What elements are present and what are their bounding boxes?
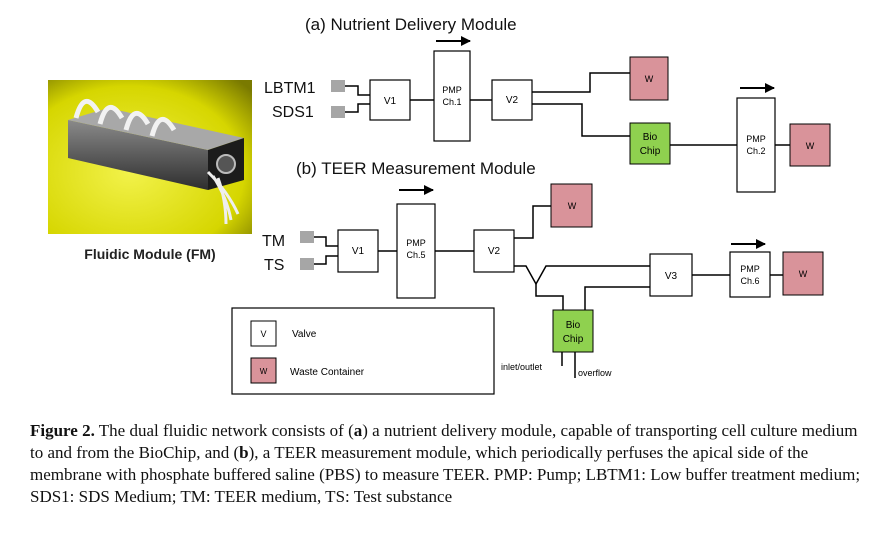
- legend-valve-label: Valve: [292, 329, 317, 340]
- pump-ch6: [729, 251, 771, 298]
- waste-container-b2: [782, 251, 824, 296]
- caption-text-3: ), a TEER measurement module, which peri…: [30, 443, 861, 506]
- biochip-a-label-2: Chip: [640, 146, 661, 157]
- valve-v2-a: [491, 79, 533, 121]
- legend-waste-label: Waste Container: [290, 367, 365, 378]
- valve-v2-a-label: V2: [506, 95, 519, 106]
- pump-ch6-label-2: Ch.6: [740, 276, 759, 286]
- valve-v2-b: [473, 229, 515, 273]
- fluidic-module-photo: [48, 80, 252, 234]
- waste-container-b2-label: W: [799, 269, 808, 279]
- pump-ch1-label-1: PMP: [442, 85, 462, 95]
- waste-container-b: [550, 183, 593, 228]
- waste-container-a: [629, 56, 669, 101]
- pipe: [345, 85, 370, 113]
- biochip-a-label-1: Bio: [643, 132, 658, 143]
- valve-v3: [649, 253, 693, 297]
- valve-v1-b: [337, 229, 379, 273]
- input-tm-block: [300, 231, 314, 243]
- pipe: [314, 236, 338, 265]
- legend-waste-symbol: [250, 357, 277, 384]
- legend-waste-symbol-text: W: [260, 367, 268, 376]
- pump-ch1-label-2: Ch.1: [442, 97, 461, 107]
- caption-label: Figure 2.: [30, 421, 95, 440]
- valve-v1-a-label: V1: [384, 96, 397, 107]
- pump-ch6-label-1: PMP: [740, 264, 760, 274]
- caption-text-2: ) a nutrient delivery module, capable of…: [30, 421, 858, 462]
- valve-v1-b-label: V1: [352, 246, 365, 257]
- pump-ch2-label-2: Ch.2: [746, 146, 765, 156]
- waste-container-a2-label: W: [806, 141, 815, 151]
- pipe: [514, 205, 551, 239]
- waste-container-a2: [789, 123, 831, 167]
- input-lbtm1-block: [331, 80, 345, 92]
- input-ts-block: [300, 258, 314, 270]
- valve-v2-b-label: V2: [488, 246, 501, 257]
- fluidic-module-label: Fluidic Module (FM): [84, 246, 216, 262]
- legend-valve-symbol: [250, 320, 277, 347]
- figure-caption: Figure 2. The dual fluidic network consi…: [30, 420, 866, 508]
- pump-ch2-label-1: PMP: [746, 134, 766, 144]
- waste-container-a-label: W: [645, 74, 654, 84]
- pipe: [532, 72, 630, 137]
- legend-valve-symbol-text: V: [260, 329, 266, 339]
- input-tm-label: TM: [262, 233, 285, 250]
- overflow-label: overflow: [578, 368, 612, 378]
- caption-text-1: The dual fluidic network consists of (: [94, 421, 354, 440]
- pipe: [561, 352, 576, 378]
- biochip-b: [552, 309, 594, 353]
- waste-container-b-label: W: [568, 201, 577, 211]
- pipe: [514, 265, 650, 286]
- biochip-b-label-1: Bio: [566, 320, 581, 331]
- input-sds1-block: [331, 106, 345, 118]
- input-ts-label: TS: [264, 257, 284, 274]
- valve-v3-label: V3: [665, 271, 678, 282]
- module-b-title: (b) TEER Measurement Module: [296, 159, 536, 178]
- pump-ch5-label-2: Ch.5: [406, 250, 425, 260]
- biochip-a: [629, 122, 671, 165]
- inlet-outlet-label: inlet/outlet: [501, 362, 543, 372]
- pump-ch2: [736, 97, 776, 193]
- pipe: [584, 286, 650, 310]
- input-sds1-label: SDS1: [272, 104, 314, 121]
- pump-ch5-label-1: PMP: [406, 238, 426, 248]
- input-lbtm1-label: LBTM1: [264, 80, 316, 97]
- pump-ch1: [433, 50, 471, 142]
- caption-b: b: [239, 443, 249, 462]
- fluidic-network-diagram: (a) Nutrient Delivery Module LBTM1 SDS1 …: [231, 15, 831, 395]
- pipe: [535, 284, 564, 310]
- valve-v1-a: [369, 79, 411, 121]
- biochip-b-label-2: Chip: [563, 334, 584, 345]
- caption-a: a: [353, 421, 363, 440]
- module-a-title: (a) Nutrient Delivery Module: [305, 15, 517, 34]
